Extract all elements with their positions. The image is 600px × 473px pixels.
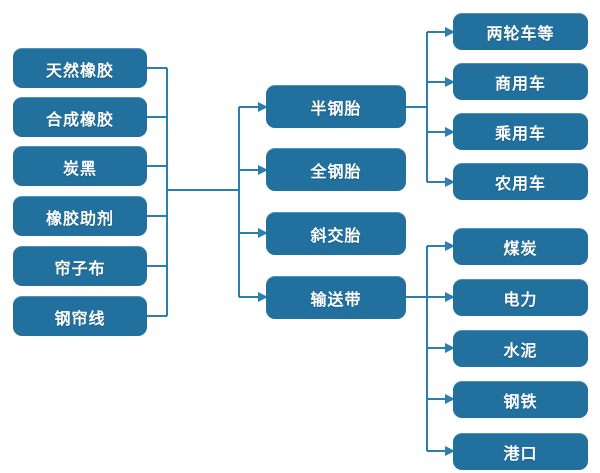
node-industry-2[interactable]: 电力 bbox=[453, 279, 588, 316]
node-vehicle-3[interactable]: 乘用车 bbox=[453, 113, 588, 150]
node-product-3[interactable]: 斜交胎 bbox=[266, 212, 406, 255]
node-product-4[interactable]: 输送带 bbox=[266, 276, 406, 319]
node-product-2[interactable]: 全钢胎 bbox=[266, 148, 406, 191]
node-product-1[interactable]: 半钢胎 bbox=[266, 85, 406, 128]
node-raw-material-5[interactable]: 帘子布 bbox=[13, 246, 147, 286]
node-raw-material-6[interactable]: 钢帘线 bbox=[13, 296, 147, 336]
node-raw-material-2[interactable]: 合成橡胶 bbox=[13, 97, 147, 137]
node-vehicle-2[interactable]: 商用车 bbox=[453, 63, 588, 100]
node-industry-3[interactable]: 水泥 bbox=[453, 330, 588, 367]
node-industry-1[interactable]: 煤炭 bbox=[453, 228, 588, 265]
node-raw-material-1[interactable]: 天然橡胶 bbox=[13, 48, 147, 88]
node-industry-4[interactable]: 钢铁 bbox=[453, 381, 588, 418]
node-raw-material-3[interactable]: 炭黑 bbox=[13, 146, 147, 186]
node-industry-5[interactable]: 港口 bbox=[453, 433, 588, 470]
node-raw-material-4[interactable]: 橡胶助剂 bbox=[13, 196, 147, 236]
node-vehicle-4[interactable]: 农用车 bbox=[453, 163, 588, 200]
node-vehicle-1[interactable]: 两轮车等 bbox=[453, 13, 588, 50]
